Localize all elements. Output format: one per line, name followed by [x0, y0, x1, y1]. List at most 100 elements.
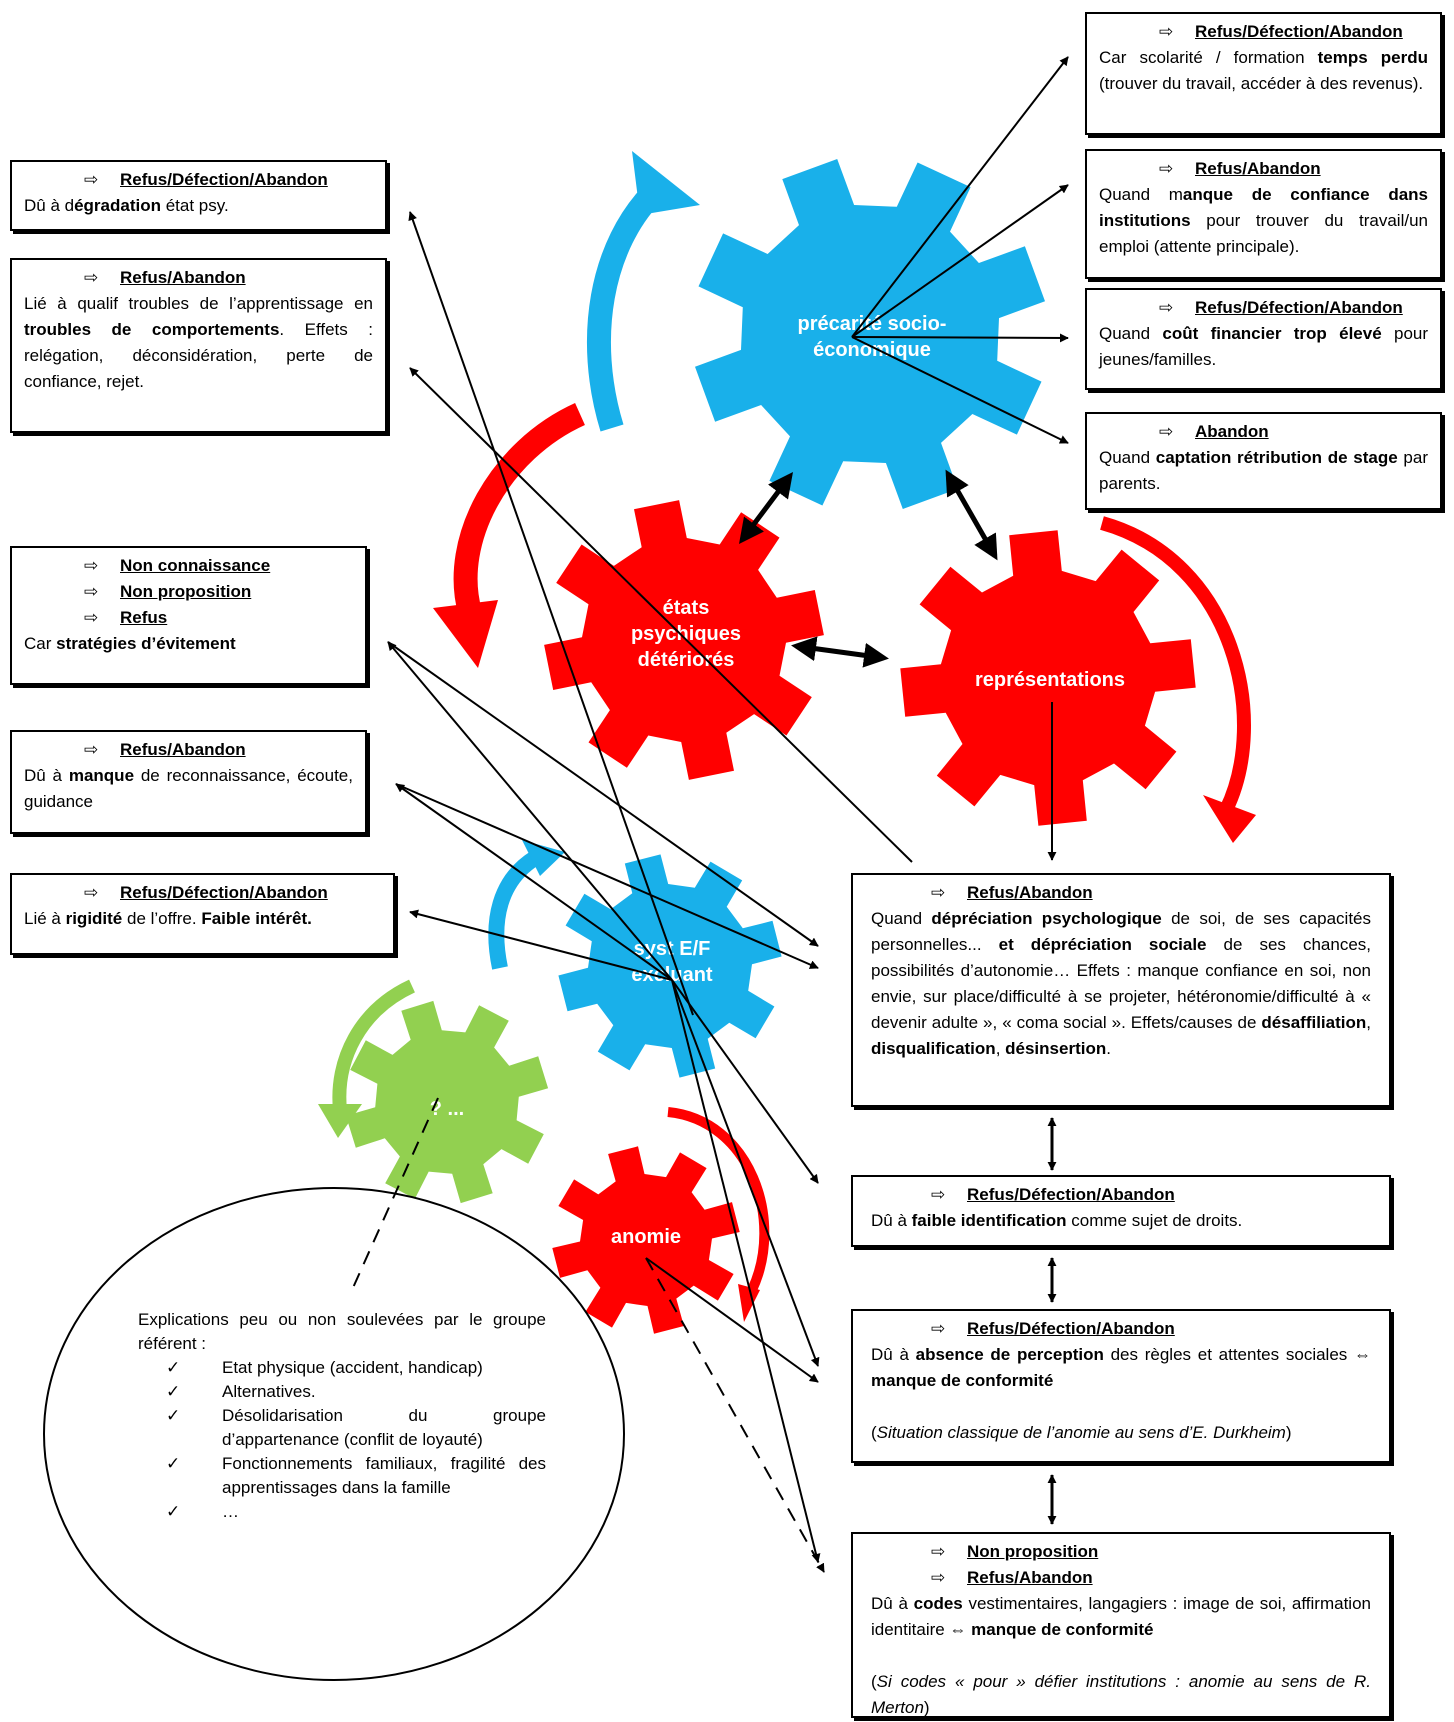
box-text: de soi, de ses capacités personnelles... [871, 909, 1371, 954]
box-abandon-stage: ⇨ Abandon Quand captation rétribution de … [1085, 412, 1442, 510]
box-title: Refus/Abandon [1195, 159, 1321, 178]
box-text: Car [24, 634, 57, 653]
list-item-text: Etat physique (accident, handicap) [222, 1358, 483, 1377]
box-refus-abandon-reconnaissance: ⇨Refus/Abandon Dû à manque de reconnaiss… [10, 730, 367, 834]
box-text-bold: désinsertion [1005, 1039, 1107, 1058]
box-text-bold: stratégies d’évitement [56, 634, 236, 653]
box-title: Refus [120, 608, 168, 627]
list-item: ✓… [166, 1500, 546, 1524]
blue-curved-arrow-top [587, 181, 665, 432]
box-title: Abandon [1195, 422, 1269, 441]
list-item-text: Désolidarisation du groupe d’appartenanc… [222, 1406, 546, 1449]
gear-question-label: ? ... [430, 1098, 464, 1120]
box-text-bold: Faible intérêt. [201, 909, 312, 928]
box-text-bold: désaffiliation [1261, 1013, 1367, 1032]
gear-representations-shape [900, 530, 1196, 826]
box-non-connaissance: ⇨ Non connaissance ⇨ Non proposition ⇨ Refu… [10, 546, 367, 685]
checkmark-icon: ✓ [166, 1406, 181, 1425]
box-title: Non proposition [120, 582, 252, 601]
gear-precarite-label-2: économique [813, 339, 931, 361]
green-curved-arrow [332, 979, 416, 1111]
box-text: de l’offre. [122, 909, 202, 928]
arrow-icon: ⇨ [1159, 298, 1174, 317]
explanations-ellipse [43, 1187, 625, 1681]
arrow-icon: ⇨ [84, 556, 99, 575]
box-refus-defection-perception: ⇨ Refus/Défection/Abandon Dû à absence de… [851, 1309, 1391, 1463]
arrow-icon: ⇨ [931, 883, 946, 902]
gear-anomie-shape [552, 1146, 740, 1334]
box-text-bold: et dépréciation sociale [998, 935, 1207, 954]
box-text: Dû à [871, 1345, 916, 1364]
box-text: , [995, 1039, 1006, 1058]
blue-arrowhead-small [522, 840, 565, 876]
box-text: Dû à [24, 766, 69, 785]
box-text: de reconnaissance, écoute, guidance [24, 766, 353, 811]
box-text-bold: égradation [74, 196, 161, 215]
checkmark-icon: ✓ [166, 1454, 181, 1473]
arrow-icon: ⇨ [1159, 159, 1174, 178]
box-non-proposition-codes: ⇨Non proposition ⇨Refus/Abandon Dû à cod… [851, 1532, 1391, 1718]
box-text-bold: captation rétribution de stage [1155, 448, 1398, 467]
box-text: comme sujet de droits. [1066, 1211, 1243, 1230]
box-title: Non connaissance [120, 556, 271, 575]
box-text: (trouver du travail, accéder à des reven… [1099, 74, 1424, 93]
arrow-icon: ⇨ [931, 1568, 946, 1587]
dashed-connectors [351, 1097, 825, 1573]
checkmark-icon: ✓ [166, 1382, 181, 1401]
arrow-icon: ⇨ [1159, 22, 1174, 41]
box-text: Lié à qualif troubles de l’apprentissage… [24, 294, 373, 313]
box-text-bold: anque de confiance dans institutions [1099, 185, 1428, 230]
box-title: Non proposition [967, 1542, 1099, 1561]
arrow-icon: ⇨ [84, 608, 99, 627]
box-title: Refus/Abandon [967, 1568, 1093, 1587]
box-text-bold: absence de perception [915, 1345, 1104, 1364]
box-text: Quand [1099, 448, 1156, 467]
list-item: ✓Alternatives. [166, 1380, 546, 1404]
box-text-bold: temps perdu [1317, 48, 1428, 67]
box-text: , [1366, 1013, 1371, 1032]
box-text: des règles et attentes sociales ⇔ [1103, 1345, 1371, 1364]
box-text: de ses chances, possibilités d’autonomie… [871, 935, 1372, 1032]
box-text-bold: troubles de comportements [24, 320, 280, 339]
box-text: pour trouver du travail/un emploi (atten… [1099, 211, 1428, 256]
arrow-icon: ⇨ [1159, 422, 1174, 441]
gear-precarite-shape [695, 159, 1045, 509]
box-refus-abandon-confiance: ⇨Refus/Abandon Quand manque de confiance… [1085, 149, 1442, 279]
gear-etats-label-2: psychiques [631, 623, 741, 645]
gears [345, 159, 1196, 1334]
blue-arrowhead-top [632, 151, 700, 215]
blue-curved-arrow-small [488, 851, 540, 970]
ellipse-intro: Explications peu ou non soulevées par le… [138, 1310, 546, 1353]
red-curved-arrow-left [453, 403, 586, 616]
box-text: pour jeunes/familles. [1099, 324, 1429, 369]
gear-representations-label: représentations [975, 669, 1125, 691]
gear-syst-label-1: syst E/F [634, 938, 711, 960]
ellipse-list: ✓Etat physique (accident, handicap) ✓Alt… [138, 1356, 546, 1524]
checkmark-icon: ✓ [166, 1502, 181, 1521]
box-title: Refus/Abandon [120, 268, 246, 287]
box-refus-defection-rigidite: ⇨Refus/Défection/Abandon Lié à rigidité … [10, 873, 395, 955]
arrow-icon: ⇨ [84, 582, 99, 601]
box-title: Refus/Défection/Abandon [120, 170, 328, 189]
list-item: ✓Fonctionnements familiaux, fragilité de… [166, 1452, 546, 1500]
red-curved-arrow-right [1100, 516, 1251, 814]
list-item: ✓Etat physique (accident, handicap) [166, 1356, 546, 1380]
box-text-bold: faible identification [911, 1211, 1067, 1230]
box-refus-abandon-depreciation: ⇨Refus/Abandon Quand dépréciation psycho… [851, 873, 1391, 1107]
box-refus-abandon-troubles: ⇨Refus/Abandon Lié à qualif troubles de … [10, 258, 387, 433]
list-item: ✓ Désolidarisation du groupe d’appartenan… [166, 1404, 546, 1452]
box-title: Refus/Abandon [967, 883, 1093, 902]
arrow-icon: ⇨ [931, 1319, 946, 1338]
box-note: (Situation classique de l’anomie au sens… [871, 1423, 1292, 1442]
box-text: Dû à d [24, 196, 75, 215]
green-arrowhead [318, 1104, 362, 1138]
gear-representations [900, 530, 1196, 826]
ellipse-content: Explications peu ou non soulevées par le… [138, 1308, 546, 1524]
box-text: Car scolarité / formation [1099, 48, 1318, 67]
box-title: Refus/Abandon [120, 740, 246, 759]
arrow-icon: ⇨ [84, 170, 99, 189]
box-title: Refus/Défection/Abandon [967, 1319, 1175, 1338]
arrow-icon: ⇨ [931, 1542, 946, 1561]
arrow-icon: ⇨ [84, 740, 99, 759]
